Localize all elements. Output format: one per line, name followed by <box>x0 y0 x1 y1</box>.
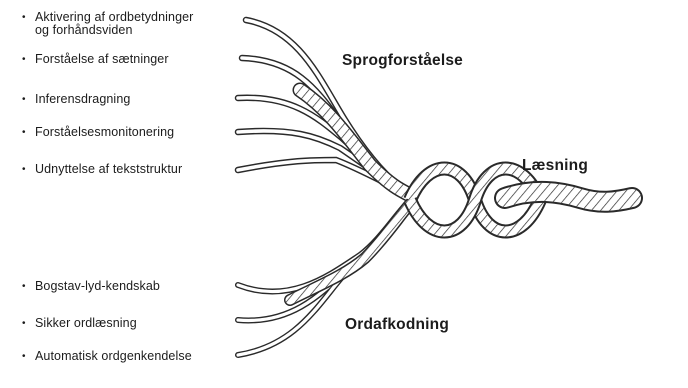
heading-language-comprehension: Sprogforståelse <box>342 52 463 70</box>
bullet-icon: • <box>22 280 35 293</box>
bullet-icon: • <box>22 11 35 24</box>
strand-label-line: Aktivering af ordbetydninger <box>35 10 193 24</box>
strand-label-line-2: og forhåndsviden <box>35 24 193 37</box>
final-twisted-rope <box>410 169 632 232</box>
bullet-icon: • <box>22 317 35 330</box>
strand-label-word-recognition: •Automatisk ordgenkendelse <box>22 350 192 363</box>
strand-label-letter-sound: •Bogstav-lyd-kendskab <box>22 280 160 293</box>
strand-label-word-reading: •Sikker ordlæsning <box>22 317 137 330</box>
strand-label-text-structure: •Udnyttelse af tekststruktur <box>22 163 182 176</box>
heading-word-decoding: Ordafkodning <box>345 316 449 334</box>
bullet-icon: • <box>22 93 35 106</box>
strand-label-sentences: •Forståelse af sætninger <box>22 53 169 66</box>
strand-label-activation: •Aktivering af ordbetydninger og forhånd… <box>22 11 193 37</box>
strand-label-monitoring: •Forståelsesmonitonering <box>22 126 174 139</box>
lower-braid <box>290 204 410 300</box>
upper-braid <box>300 90 410 195</box>
bullet-icon: • <box>22 350 35 363</box>
strand-label-inference: •Inferensdragning <box>22 93 130 106</box>
heading-reading: Læsning <box>522 157 588 175</box>
bullet-icon: • <box>22 163 35 176</box>
bullet-icon: • <box>22 126 35 139</box>
bullet-icon: • <box>22 53 35 66</box>
